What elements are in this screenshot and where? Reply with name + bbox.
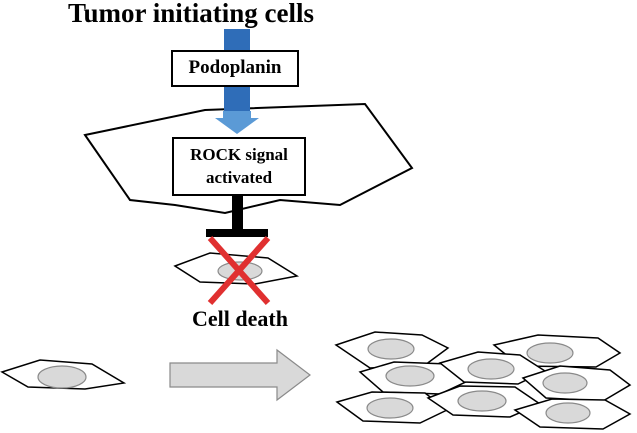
proliferated-cell-cluster — [336, 332, 630, 429]
inhibition-bar — [206, 229, 268, 237]
rock-signal-line-1: ROCK signal — [173, 143, 305, 166]
rock-signal-label: ROCK signal activated — [173, 143, 305, 189]
proliferation-arrow — [170, 350, 310, 400]
rock-signal-line-2: activated — [173, 166, 305, 189]
inhibition-stem — [232, 196, 243, 233]
single-cell-nucleus — [38, 366, 86, 388]
podoplanin-label: Podoplanin — [172, 56, 298, 80]
diagram-title: Tumor initiating cells — [0, 0, 382, 29]
cell-death-label: Cell death — [170, 306, 310, 332]
